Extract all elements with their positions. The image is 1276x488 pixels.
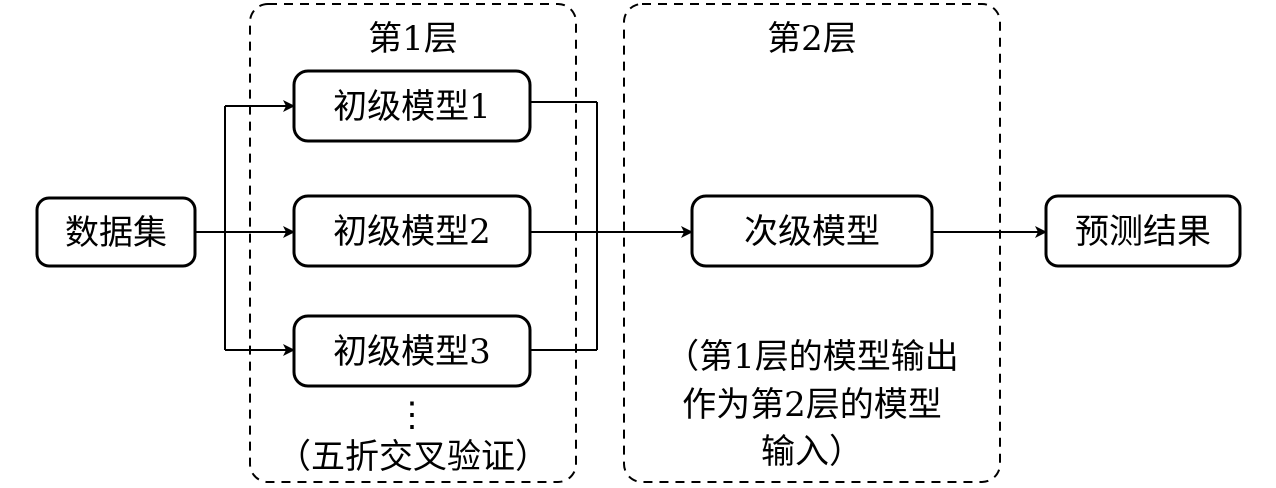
base-model-3-node: 初级模型3 — [292, 314, 532, 388]
result-label: 预测结果 — [1075, 212, 1211, 252]
result-node: 预测结果 — [1044, 194, 1242, 268]
layer2-frame — [623, 3, 1001, 483]
base-model-3-label: 初级模型3 — [333, 332, 491, 372]
layer2-title: 第2层 — [767, 19, 857, 59]
layer2-note-line-3: 输入） — [761, 432, 863, 472]
layer1-frame — [249, 3, 577, 483]
dataset-label: 数据集 — [65, 213, 167, 253]
base-model-2-label: 初级模型2 — [333, 212, 491, 252]
base-model-1-node: 初级模型1 — [292, 69, 532, 143]
base-model-1-label: 初级模型1 — [333, 87, 491, 127]
layer1-note: （五折交叉验证） — [277, 437, 549, 477]
layer2-note-line-1: （第1层的模型输出 — [665, 337, 959, 377]
layer1-title: 第1层 — [368, 19, 458, 59]
meta-model-label: 次级模型 — [744, 212, 880, 252]
layer2-note-line-2: 作为第2层的模型 — [682, 385, 942, 425]
layer1-ellipsis: ⋮ — [395, 395, 429, 435]
dataset-node: 数据集 — [35, 196, 197, 268]
meta-model-node: 次级模型 — [690, 194, 934, 268]
base-model-2-node: 初级模型2 — [292, 194, 532, 268]
